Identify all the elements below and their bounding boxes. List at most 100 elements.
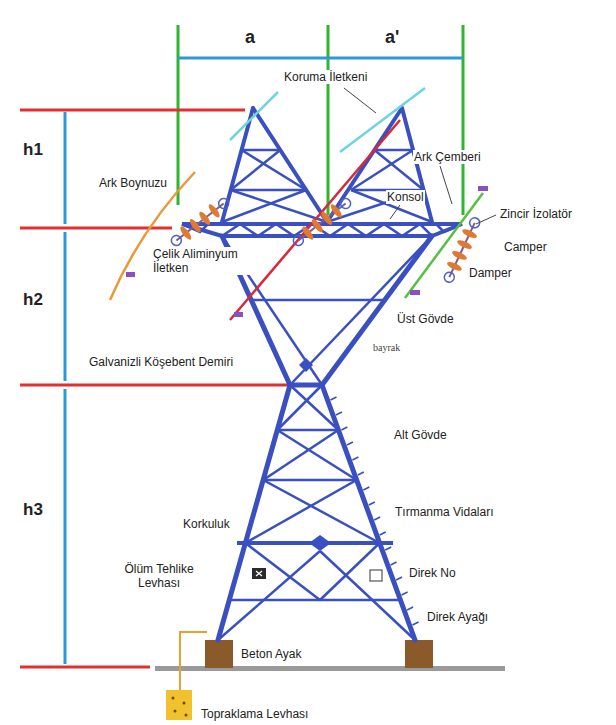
tower-bracing [290, 236, 432, 385]
grounding-plate [166, 690, 192, 720]
insulator-string [169, 233, 183, 247]
dimension-line-red [20, 384, 288, 387]
conductor-red [230, 120, 400, 320]
leader-line [390, 205, 400, 219]
tower-bracing [182, 150, 462, 640]
climbing-screw [380, 532, 386, 535]
tower-bracing [251, 299, 385, 302]
part-label: Alt Gövde [393, 428, 448, 442]
leader-line [476, 215, 496, 224]
part-label: a [244, 26, 256, 48]
shield-wire [230, 92, 278, 140]
grounding-plate [174, 710, 177, 713]
dimension-line-blue [64, 232, 67, 381]
insulator-string [456, 238, 473, 250]
dimension-line-red [20, 666, 150, 669]
tower-bracing [374, 149, 413, 152]
part-label: Direk Ayağı [426, 610, 489, 624]
part-label: Konsol [386, 190, 425, 204]
danger-sign [252, 568, 266, 579]
grounding-plate [166, 690, 192, 720]
part-label: Çelik Aliminyum İletken [152, 247, 252, 275]
conductor-green [405, 193, 483, 298]
tower-legs [290, 383, 322, 388]
climbing-screw [407, 607, 413, 610]
dimension-line-red [20, 109, 245, 112]
insulator-string [461, 228, 478, 240]
grounding-plate [183, 702, 186, 705]
part-label: Damper [468, 266, 513, 280]
tower-legs [218, 385, 290, 640]
dimension-line-blue [178, 57, 463, 60]
insulator-string [339, 197, 353, 211]
leader-line [344, 88, 496, 224]
climbing-screw [352, 457, 358, 460]
danger-sign [252, 568, 266, 579]
part-label: Ölüm Tehlike Levhası [116, 562, 202, 590]
insulator-string [446, 260, 463, 272]
dimension-line-blue [64, 389, 67, 664]
tower-legs [322, 236, 432, 385]
damper [126, 272, 135, 277]
insulator-string [176, 204, 223, 241]
climbing-screw [341, 427, 347, 430]
dimension-line-blue [64, 112, 67, 224]
dimension-line-blue [65, 58, 463, 664]
insulator-string [217, 197, 231, 211]
tower-bracing [277, 429, 338, 432]
tower-bracing [218, 551, 320, 640]
climbing-screw [396, 577, 402, 580]
concrete-foot [205, 640, 433, 668]
bracing-plate [299, 358, 331, 551]
part-label: Koruma İletkeni [283, 70, 368, 84]
tower-bracing [263, 479, 356, 482]
climbing-screw [369, 502, 375, 505]
part-label: Ark Çemberi [413, 150, 482, 164]
part-label: Tırmanma Vidaları [394, 505, 494, 519]
grounding-wire [180, 632, 207, 690]
leader-line [344, 88, 376, 113]
concrete-foot [405, 640, 433, 668]
tower-number-plate [370, 570, 382, 581]
grounding-plate [172, 697, 175, 700]
insulator-string [188, 218, 203, 234]
tower-bracing [222, 190, 306, 222]
part-label: Beton Ayak [240, 647, 303, 661]
climbing-screw [347, 442, 353, 445]
tower-bracing [231, 189, 307, 192]
climbing-screw [358, 472, 364, 475]
part-label: Zincir İzolatör [499, 207, 573, 221]
damper [126, 186, 488, 317]
part-label: Ark Boynuzu [98, 176, 168, 190]
bracing-plate [309, 535, 331, 551]
climbing-screw [413, 622, 419, 625]
tower-bracing [242, 149, 281, 152]
climbing-screw [363, 487, 369, 490]
bracing-plate [299, 358, 313, 372]
part-label: h2 [22, 290, 44, 310]
climbing-screw [374, 517, 380, 520]
part-label: Korkuluk [182, 517, 231, 531]
insulator-string [167, 194, 232, 250]
conductor-green [405, 193, 483, 298]
damper [234, 312, 243, 317]
leader-line [440, 166, 452, 204]
insulator-string [298, 204, 345, 241]
insulator-string [289, 194, 354, 250]
climbing-screw [402, 592, 408, 595]
damper [478, 186, 488, 191]
climbing-screw [385, 547, 391, 550]
damper [410, 290, 420, 295]
concrete-foot [205, 640, 233, 668]
danger-sign [256, 571, 262, 576]
part-label: Direk No [408, 566, 457, 580]
climbing-screw [336, 412, 342, 415]
crossarm [222, 234, 432, 238]
tower-bracing [277, 430, 356, 480]
tower-bracing [351, 190, 432, 222]
insulator-string [197, 210, 212, 226]
insulator-string [310, 218, 325, 234]
dimension-line-red [20, 110, 288, 667]
part-label: h1 [22, 140, 44, 160]
